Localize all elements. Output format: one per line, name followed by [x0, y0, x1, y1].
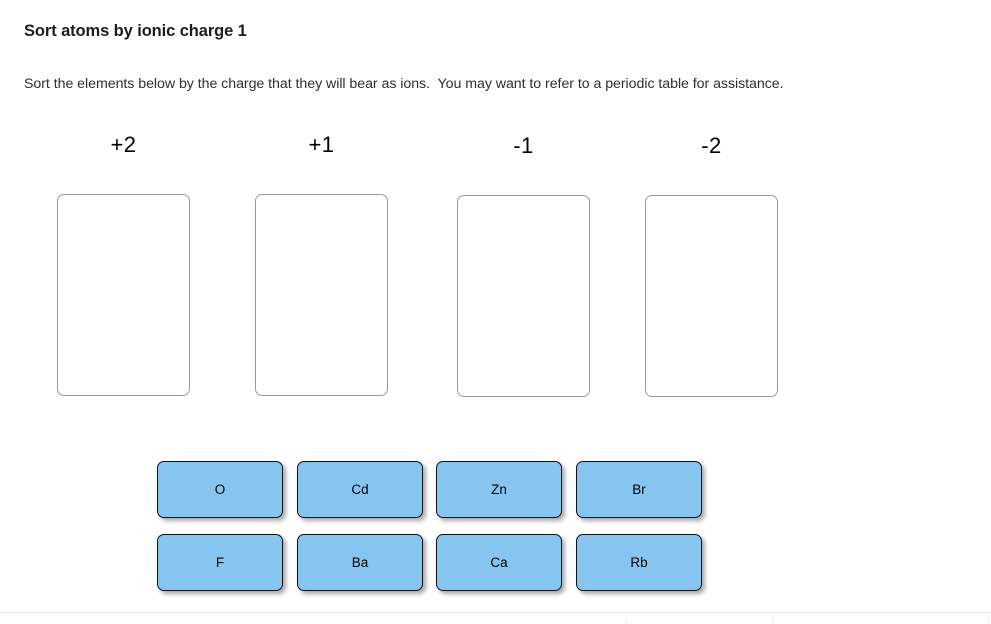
charge-label-minus2: -2 [701, 133, 722, 158]
element-tile[interactable]: Rb [576, 534, 702, 591]
tile-row: O Cd Zn Br [157, 461, 717, 534]
page-title: Sort atoms by ionic charge 1 [24, 22, 247, 40]
cut-off-tick [988, 618, 989, 624]
cut-off-tick [772, 618, 773, 624]
charge-label-plus1: +1 [308, 132, 335, 157]
dropzone-minus2[interactable] [645, 195, 778, 397]
element-tile-tray: O Cd Zn Br F Ba Ca Rb [157, 461, 717, 607]
element-tile[interactable]: Ba [297, 534, 423, 591]
charge-label-minus1: -1 [513, 133, 534, 158]
dropzone-minus1[interactable] [457, 195, 590, 397]
instructions-text: Sort the elements below by the charge th… [24, 76, 784, 92]
element-tile[interactable]: F [157, 534, 283, 591]
bottom-divider [0, 612, 991, 613]
element-tile[interactable]: Br [576, 461, 702, 518]
element-tile[interactable]: Ca [436, 534, 562, 591]
element-tile[interactable]: Zn [436, 461, 562, 518]
cut-off-tick [626, 618, 627, 624]
element-tile[interactable]: Cd [297, 461, 423, 518]
dropzone-plus2[interactable] [57, 194, 190, 396]
charge-label-plus2: +2 [110, 132, 137, 157]
element-tile[interactable]: O [157, 461, 283, 518]
tile-row: F Ba Ca Rb [157, 534, 717, 607]
dropzone-plus1[interactable] [255, 194, 388, 396]
